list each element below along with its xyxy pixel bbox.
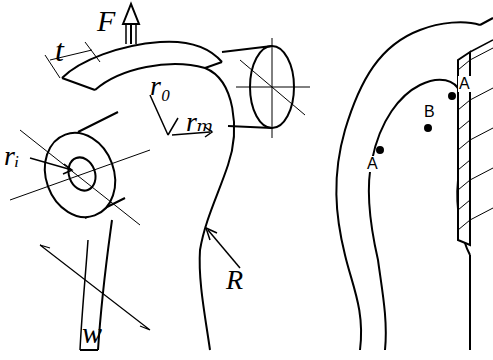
- thickness-label: t: [55, 34, 64, 66]
- point-label: A: [458, 76, 471, 92]
- point-label: A: [366, 156, 379, 172]
- point-label: B: [423, 104, 436, 120]
- force-label: F: [97, 6, 115, 36]
- width-label: w: [82, 318, 102, 348]
- fillet-radius-label: R: [226, 266, 243, 294]
- mean-radius-label: rₘ: [186, 108, 214, 136]
- outer-radius-label: r₀: [150, 72, 171, 100]
- inner-radius-label: rᵢ: [4, 142, 19, 170]
